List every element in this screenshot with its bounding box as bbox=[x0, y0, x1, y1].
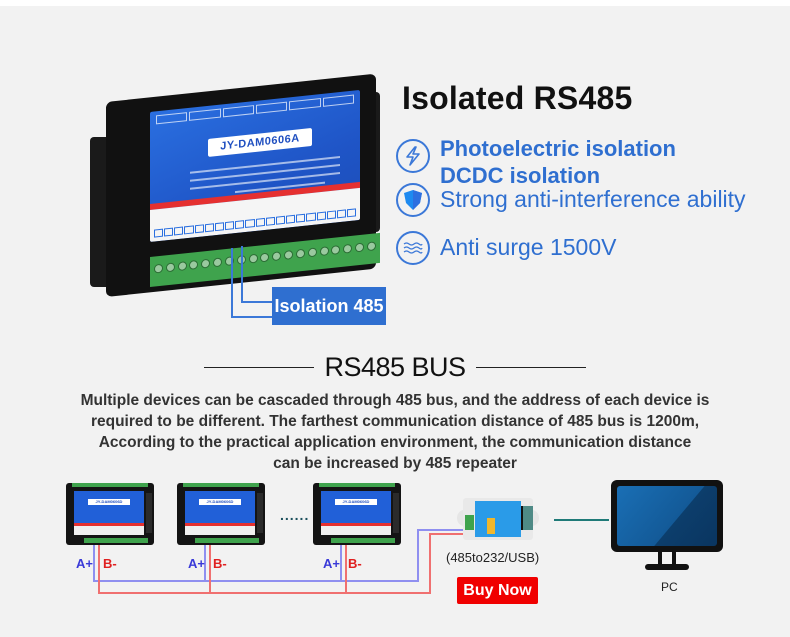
converter-to-pc-cable bbox=[554, 519, 609, 521]
description-line: According to the practical application e… bbox=[98, 434, 692, 451]
b-minus-label: B- bbox=[103, 556, 117, 571]
wire-a-to-converter bbox=[417, 529, 465, 531]
description-line: required to be different. The farthest c… bbox=[90, 413, 700, 430]
slave-device-label: JY-DAM0606D bbox=[88, 499, 130, 505]
device-model-label: JY-DAM0606A bbox=[208, 127, 312, 157]
isolation-485-callout: Isolation 485 bbox=[272, 287, 386, 325]
wire-a-riser bbox=[417, 529, 419, 582]
pc-label: PC bbox=[661, 580, 678, 594]
lightning-icon bbox=[396, 139, 430, 173]
wire-b-riser bbox=[429, 533, 431, 594]
feature-text-line: Photoelectric isolation bbox=[440, 136, 676, 161]
device-front-panel: JY-DAM0606A bbox=[150, 89, 360, 243]
converter-485-232-usb-image bbox=[457, 498, 539, 540]
feature-text-line: Strong anti-interference ability bbox=[440, 186, 746, 212]
wire-b-bus bbox=[98, 592, 431, 594]
slave-device-label: JY-DAM0606D bbox=[335, 499, 377, 505]
heading-rule-left bbox=[204, 367, 315, 368]
bus-description: Multiple devices can be cascaded through… bbox=[40, 390, 750, 474]
pc-monitor-icon bbox=[611, 480, 723, 580]
feature-text-line: DCDC isolation bbox=[440, 163, 601, 188]
wire-b-drop-1 bbox=[98, 545, 100, 593]
a-plus-label: A+ bbox=[76, 556, 93, 571]
hero-device-image: JY-DAM0606A bbox=[80, 73, 390, 307]
callout-line-outer bbox=[231, 248, 274, 318]
callout-line-inner bbox=[241, 246, 274, 303]
wire-b-drop-2 bbox=[209, 545, 211, 593]
a-plus-label: A+ bbox=[323, 556, 340, 571]
wire-a-drop-2 bbox=[204, 545, 206, 582]
wire-a-drop-1 bbox=[93, 545, 95, 582]
shield-icon bbox=[396, 183, 430, 217]
feature-anti-interference: Strong anti-interference ability bbox=[396, 183, 746, 217]
top-band bbox=[0, 0, 790, 6]
wire-b-drop-3 bbox=[345, 545, 347, 593]
feature-anti-surge: Anti surge 1500V bbox=[396, 231, 616, 265]
slave-device-1: JY-DAM0606D bbox=[66, 483, 154, 545]
wave-icon bbox=[396, 231, 430, 265]
more-devices-ellipsis: ...... bbox=[280, 507, 310, 523]
bus-section-heading: RS485 BUS bbox=[0, 352, 790, 383]
wire-a-drop-3 bbox=[340, 545, 342, 582]
slave-device-3: JY-DAM0606D bbox=[313, 483, 401, 545]
wire-a-bus bbox=[93, 580, 419, 582]
b-minus-label: B- bbox=[213, 556, 227, 571]
wire-b-to-converter bbox=[429, 533, 465, 535]
converter-label: (485to232/USB) bbox=[446, 550, 540, 565]
hero-title: Isolated RS485 bbox=[402, 80, 633, 116]
description-line: Multiple devices can be cascaded through… bbox=[80, 392, 710, 409]
feature-text-line: Anti surge 1500V bbox=[440, 234, 617, 260]
buy-now-button[interactable]: Buy Now bbox=[457, 577, 538, 604]
b-minus-label: B- bbox=[348, 556, 362, 571]
heading-rule-right bbox=[475, 367, 586, 368]
feature-isolation: Photoelectric isolation DCDC isolation bbox=[396, 135, 676, 189]
slave-device-label: JY-DAM0606D bbox=[199, 499, 241, 505]
bus-heading-text: RS485 BUS bbox=[324, 352, 466, 382]
description-line: can be increased by 485 repeater bbox=[273, 455, 517, 472]
a-plus-label: A+ bbox=[188, 556, 205, 571]
slave-device-2: JY-DAM0606D bbox=[177, 483, 265, 545]
